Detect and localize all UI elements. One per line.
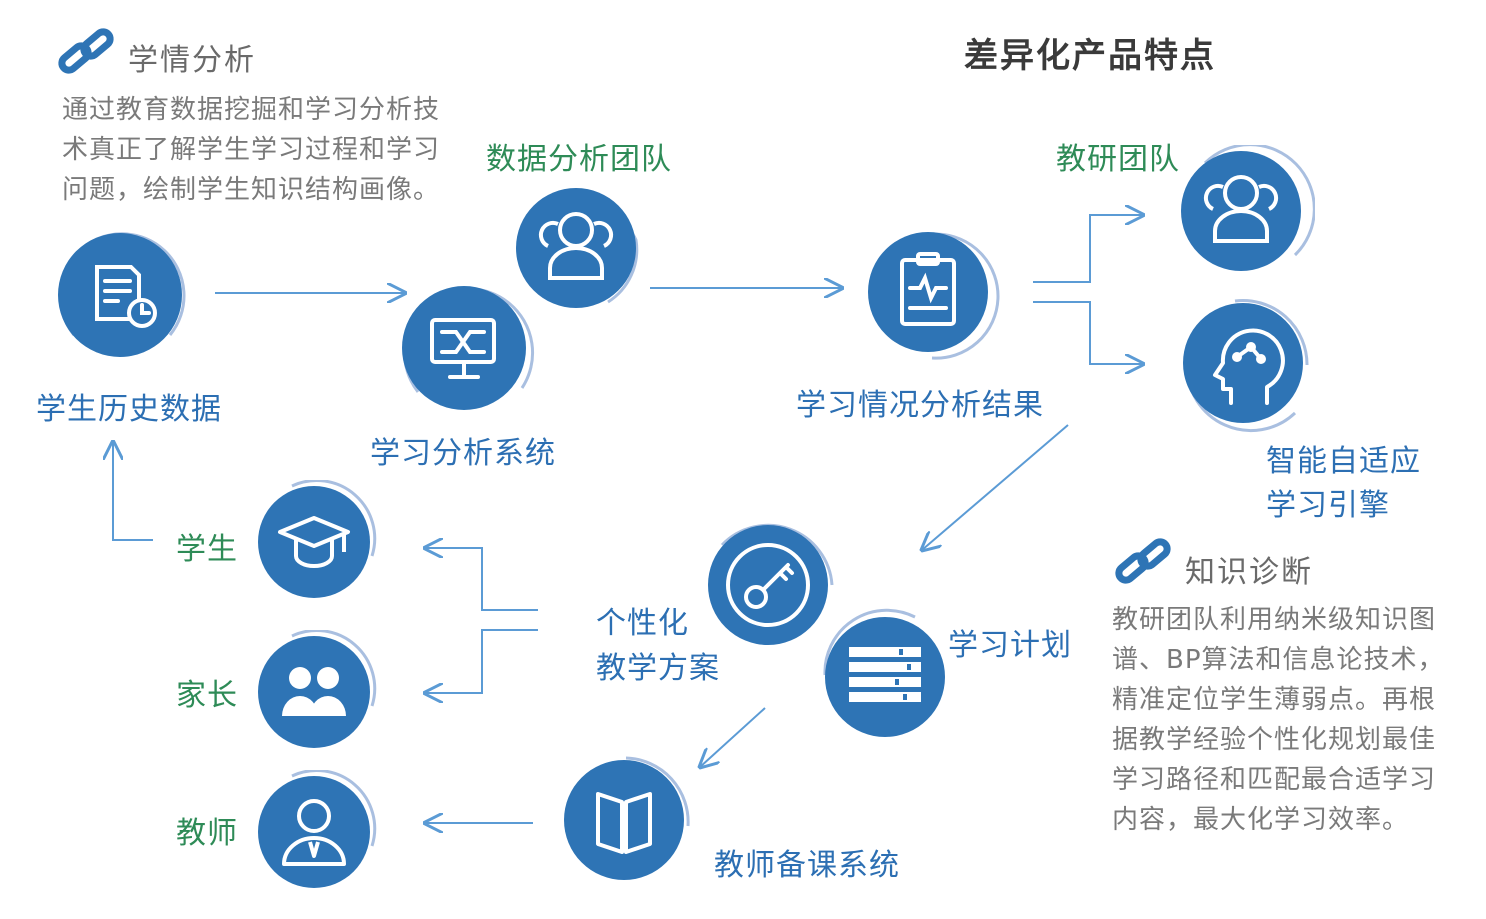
teacher-icon [282,799,346,866]
parent-label: 家长 [176,678,238,713]
research-team-node [1175,145,1315,285]
diagnosis-body: 教研团队利用纳米级知识图谱、BP算法和信息论技术，精准定位学生薄弱点。再根据教学… [1112,605,1445,835]
plan-node [815,605,955,745]
personal-plan-label-2: 教学方案 [596,651,720,686]
arrow-result-to-research-team [1033,215,1143,283]
arrow-plan-to-parent [425,629,538,693]
history-label: 学生历史数据 [36,392,222,427]
teacher-prep-label: 教师备课系统 [714,848,900,883]
personal-plan-label-1: 个性化 [596,606,689,641]
research-team-label: 教研团队 [1056,142,1180,177]
system-label: 学习分析系统 [370,436,556,471]
key-icon [726,543,810,627]
system-node [398,280,538,420]
book-icon [596,792,652,854]
team-icon [538,212,614,280]
student-label: 学生 [176,532,238,567]
graduation-cap-icon [278,516,350,568]
history-node [52,225,192,365]
result-label: 学习情况分析结果 [796,388,1044,423]
engine-node [1175,295,1315,435]
parent-node [252,630,382,760]
teacher-prep-node [560,750,700,890]
arrow-plan-to-student [425,548,538,611]
arrow-result-to-plan [922,424,1069,550]
plan-label: 学习计划 [948,628,1072,663]
personal-plan-node [702,515,842,655]
analysis-body: 通过教育数据挖掘和学习分析技术真正了解学生学习过程和学习问题，绘制学生知识结构画… [62,95,441,205]
monitor-icon [430,318,496,379]
arrow-result-to-engine [1033,301,1143,364]
arrow-plan-to-teacher-prep [700,707,766,767]
engine-label-2: 学习引擎 [1266,488,1390,523]
engine-label-1: 智能自适应 [1266,444,1421,479]
diagnosis-heading: 知识诊断 [1185,555,1313,590]
chain-link-icon [55,25,117,81]
clipboard-chart-icon [900,252,956,326]
page-title: 差异化产品特点 [964,36,1216,76]
analysis-heading: 学情分析 [128,43,256,78]
arrow-student-to-history [113,442,153,541]
teacher-label: 教师 [176,816,238,851]
list-icon [849,647,921,702]
result-node [862,226,1002,366]
data-team-node [508,180,648,320]
parents-icon [282,667,346,716]
data-team-label: 数据分析团队 [486,142,672,177]
teacher-node [252,770,382,900]
chain-link-icon [1112,535,1174,591]
document-clock-icon [95,265,157,328]
student-node [252,480,382,610]
brain-head-icon [1213,328,1285,405]
team-icon [1203,175,1279,243]
